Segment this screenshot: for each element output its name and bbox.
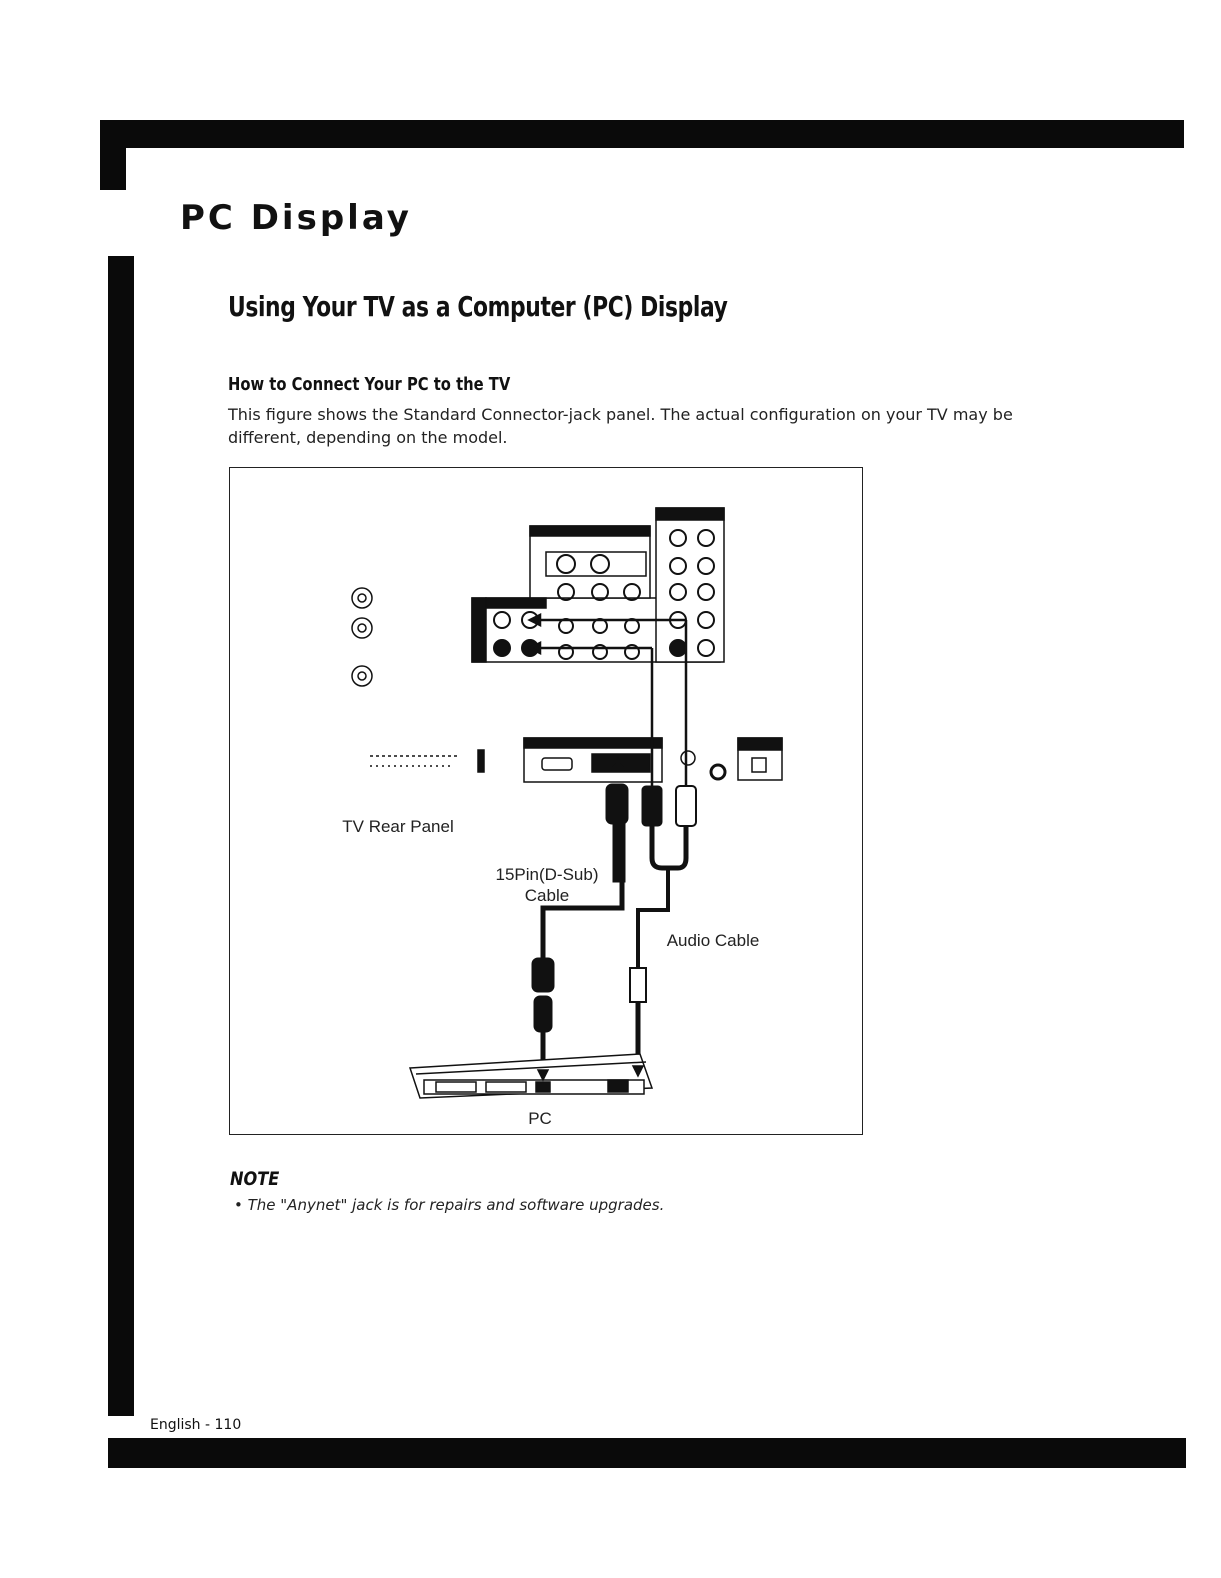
footer-bar <box>108 1438 1186 1468</box>
header-bar <box>100 120 1184 148</box>
vga-cable-label: 15Pin(D-Sub) Cable <box>482 864 612 906</box>
note-heading: NOTE <box>230 1168 280 1190</box>
connection-diagram-drawing <box>351 507 783 1099</box>
jack-circles <box>493 529 715 660</box>
how-to-heading: How to Connect Your PC to the TV <box>228 374 511 395</box>
page-number: English - 110 <box>150 1417 242 1433</box>
pc-illustration <box>408 1053 654 1099</box>
pc-label: PC <box>528 1109 552 1128</box>
side-bar <box>108 256 134 1416</box>
note-text: • The "Anynet" jack is for repairs and s… <box>234 1196 665 1214</box>
av-jack-panel <box>471 507 725 663</box>
audio-cable-label: Audio Cable <box>666 931 760 950</box>
connection-diagram: TV Rear Panel 15Pin(D-Sub) Cable Audio C… <box>229 467 863 1135</box>
page-subtitle: Using Your TV as a Computer (PC) Display <box>228 290 728 323</box>
vga-cable-label-line2: Cable <box>524 886 570 905</box>
audio-cable-routing <box>527 612 688 790</box>
intro-paragraph: This figure shows the Standard Connector… <box>228 405 1013 447</box>
vga-cable-label-line1: 15Pin(D-Sub) <box>495 865 599 884</box>
cables <box>531 756 697 1077</box>
antenna-jacks <box>351 587 373 687</box>
section-title: PC Display <box>180 198 412 238</box>
header-bar-stub <box>100 148 126 190</box>
pc-input-panel <box>370 737 783 783</box>
tv-rear-panel-label: TV Rear Panel <box>342 817 454 836</box>
